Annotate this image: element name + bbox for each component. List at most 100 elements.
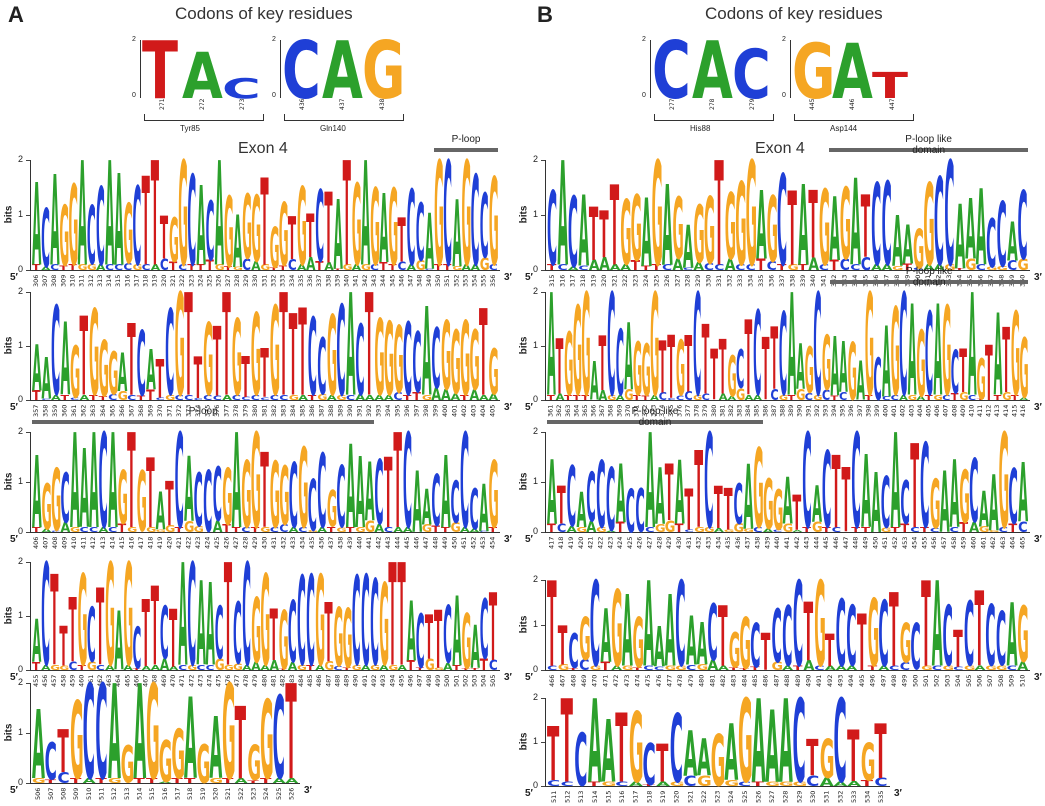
logo-letter-A: A — [488, 392, 499, 402]
logo-letter-G: G — [450, 312, 460, 414]
logo-letter-T: T — [270, 267, 278, 271]
logo-letter-A: A — [792, 530, 803, 533]
logo-letter-C: C — [734, 472, 744, 537]
position-tick-label: 514 — [136, 788, 144, 800]
position-tick-label: 377 — [684, 405, 692, 417]
logo-letter-A: A — [315, 664, 325, 672]
logo-letter-C: C — [951, 339, 959, 408]
logo-letter-G: G — [704, 178, 715, 286]
position-tick-label: 531 — [823, 791, 831, 803]
logo-letter-A: A — [50, 149, 59, 294]
position-tick-label: 436 — [317, 537, 325, 549]
position-tick-label: 309 — [59, 275, 67, 287]
logo-letter-C: C — [165, 285, 174, 423]
logo-letter-T: T — [718, 590, 728, 686]
logo-letter-G: G — [620, 181, 631, 284]
logo-letter-G: G — [693, 394, 702, 403]
logo-letter-A: A — [847, 780, 861, 788]
logo-letter-C: C — [96, 166, 105, 291]
logo-letter-G: G — [222, 453, 232, 544]
logo-letter-C: C — [920, 420, 930, 555]
position-tick-label: 354 — [471, 275, 479, 287]
logo-letter-C: C — [317, 324, 326, 413]
logo-letter-A: A — [586, 519, 596, 536]
panel-a-row-3-y-label: bits — [3, 472, 15, 491]
logo-letter-G: G — [460, 302, 470, 420]
position-tick-label: 376 — [213, 405, 221, 417]
logo-letter-G: G — [622, 664, 634, 671]
logo-letter-G: G — [1018, 255, 1029, 274]
logo-letter-C: C — [822, 429, 832, 553]
panel-b-row-1-y-axis — [545, 160, 546, 270]
logo-letter-C: C — [547, 664, 557, 671]
logo-letter-G: G — [388, 664, 398, 672]
logo-letter-C: C — [336, 279, 345, 424]
logo-letter-T: T — [910, 422, 919, 556]
position-tick-label: 404 — [479, 405, 487, 417]
logo-letter-A: A — [260, 664, 270, 672]
logo-letter-C: C — [336, 450, 345, 548]
logo-letter-C: C — [178, 664, 187, 672]
position-tick-label: 490 — [352, 675, 360, 687]
position-tick-label: 485 — [751, 675, 759, 687]
position-tick-label: 414 — [108, 537, 116, 549]
logo-letter-C: C — [416, 188, 425, 280]
position-tick-label: 353 — [461, 275, 469, 287]
logo-letter-C: C — [133, 615, 142, 681]
position-tick-label: 418 — [146, 537, 154, 549]
panel-b-codon-1-residue-label: His88 — [690, 124, 711, 133]
logo-letter-A: A — [892, 201, 903, 283]
position-tick-label: 317 — [132, 275, 140, 287]
logo-letter-A: A — [443, 661, 453, 673]
logo-letter-G: G — [156, 529, 166, 533]
logo-letter-G: G — [976, 346, 985, 413]
logo-letter-C: C — [561, 781, 574, 788]
position-tick-label: 393 — [375, 405, 383, 417]
logo-letter-C: C — [443, 132, 452, 298]
logo-letter-G: G — [986, 267, 997, 272]
logo-letter-G: G — [336, 527, 346, 534]
logo-letter-C: C — [431, 311, 440, 407]
logo-letter-A: A — [622, 576, 633, 689]
position-tick-label: 321 — [611, 275, 619, 287]
logo-letter-A: A — [452, 182, 461, 289]
panel-a-row-5-y-axis — [30, 683, 31, 783]
position-tick-label: 327 — [673, 275, 681, 287]
position-tick-label: 371 — [632, 405, 640, 417]
logo-letter-T: T — [298, 285, 307, 424]
logo-letter-T: T — [388, 264, 396, 272]
logo-letter-T: T — [841, 449, 850, 553]
logo-letter-C: C — [178, 264, 187, 272]
position-tick-label: 374 — [658, 405, 666, 417]
logo-letter-T: T — [279, 669, 287, 671]
panel-a-row-4-y-tick-label: 0 — [18, 664, 24, 674]
logo-letter-C: C — [767, 260, 777, 274]
position-tick-label: 477 — [666, 675, 674, 687]
panel-b-row-4-x-axis — [545, 670, 1030, 671]
logo-letter-C: C — [839, 390, 847, 403]
logo-letter-A: A — [878, 664, 890, 671]
logo-letter-A: A — [629, 781, 644, 788]
logo-letter-A: A — [934, 263, 945, 272]
logo-letter-G: G — [78, 264, 88, 272]
position-tick-label: 375 — [203, 405, 211, 417]
panel-b-row-5-five-prime: 5′ — [525, 788, 533, 799]
logo-letter-T: T — [925, 394, 933, 403]
logo-letter-C: C — [175, 394, 184, 403]
panel-a-row-4-y-tick-label: 2 — [18, 556, 24, 566]
panel-b-row-2-three-prime: 3′ — [1034, 402, 1042, 413]
logo-letter-A: A — [327, 394, 337, 403]
logo-letter-C: C — [203, 454, 212, 552]
logo-letter-G: G — [892, 265, 903, 271]
logo-letter-C: C — [846, 590, 856, 686]
logo-letter-C: C — [80, 527, 89, 534]
logo-letter-A: A — [655, 453, 665, 544]
position-tick-label: 469 — [160, 675, 168, 687]
logo-letter-A: A — [606, 530, 617, 532]
position-tick-label: 330 — [705, 275, 713, 287]
position-tick-label: 459 — [960, 537, 968, 549]
panel-b-codon-2-bracket — [794, 114, 914, 121]
logo-letter-A: A — [184, 440, 194, 544]
logo-letter-A: A — [452, 576, 461, 687]
position-tick-label: 322 — [621, 275, 629, 287]
